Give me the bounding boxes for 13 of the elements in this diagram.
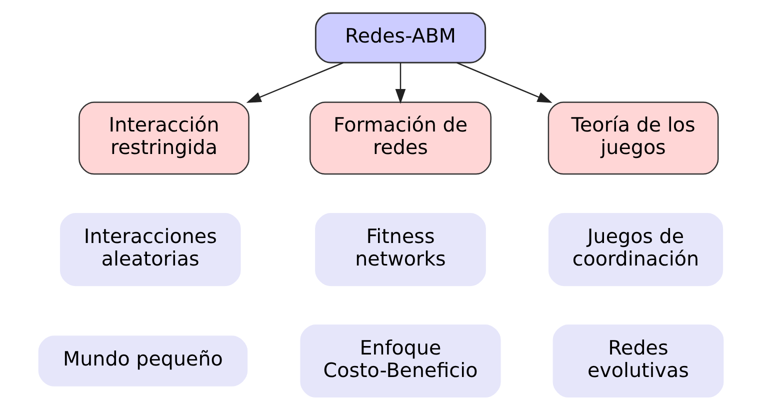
arrow: [246, 62, 344, 103]
node-box: Juegos de coordinación: [548, 213, 724, 286]
node-box: Formación de redes: [310, 102, 492, 175]
node-box: Redes evolutivas: [552, 324, 724, 398]
node-box: Fitness networks: [315, 213, 486, 286]
node-box: Redes-ABM: [314, 12, 486, 64]
node-box: Enfoque Costo-Beneficio: [300, 324, 501, 398]
arrow: [456, 62, 552, 103]
node-box: Teoría de los juegos: [548, 102, 719, 175]
node-box: Interacción restringida: [78, 102, 250, 175]
arrow: [395, 62, 406, 104]
node-box: Mundo pequeño: [38, 336, 248, 386]
node-box: Interacciones aleatorias: [60, 213, 241, 286]
